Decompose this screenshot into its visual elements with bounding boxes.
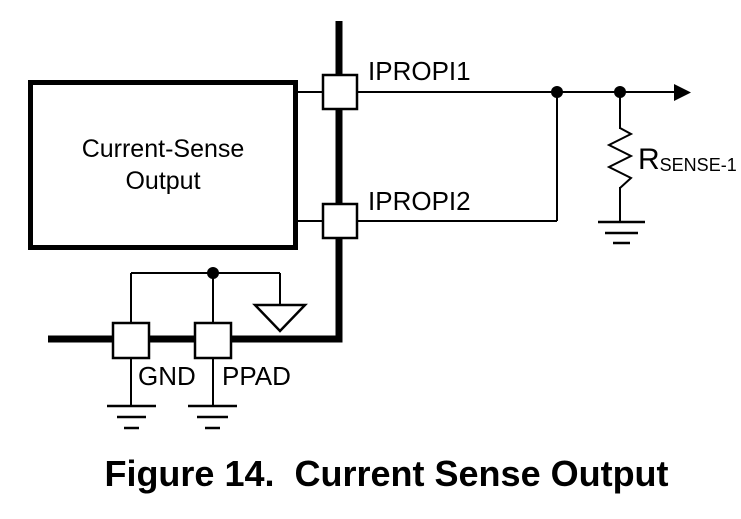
figure-caption: Figure 14. Current Sense Output: [104, 453, 669, 494]
block-label: Current-Sense Output: [28, 80, 298, 250]
label-rsense-base: R: [638, 143, 660, 176]
resistor-icon: [606, 127, 634, 189]
arrowhead-icon: [674, 84, 691, 101]
label-ppad: PPAD: [222, 361, 291, 391]
label-rsense: RSENSE-1: [638, 145, 737, 175]
junction-dot-ipropi: [551, 86, 563, 98]
pin-box-ipropi1: [321, 73, 359, 111]
label-gnd: GND: [138, 361, 196, 391]
pin-box-ipropi2: [321, 202, 359, 240]
pin-box-ppad: [193, 321, 233, 360]
block-label-line2: Output: [125, 167, 201, 195]
junction-dot-ppad: [207, 267, 219, 279]
earth-ground-icon-rsense: [598, 220, 645, 245]
current-sense-block: [28, 80, 298, 250]
label-rsense-subscript: SENSE-1: [659, 155, 737, 175]
pin-box-gnd: [111, 321, 151, 360]
label-ipropi2: IPROPI2: [368, 186, 471, 216]
block-label-line1: Current-Sense: [81, 135, 245, 163]
earth-ground-icon-ppad: [188, 404, 237, 430]
earth-ground-icon-gnd: [107, 404, 156, 430]
label-ipropi1: IPROPI1: [368, 56, 471, 86]
signal-ground-icon: [252, 303, 308, 333]
